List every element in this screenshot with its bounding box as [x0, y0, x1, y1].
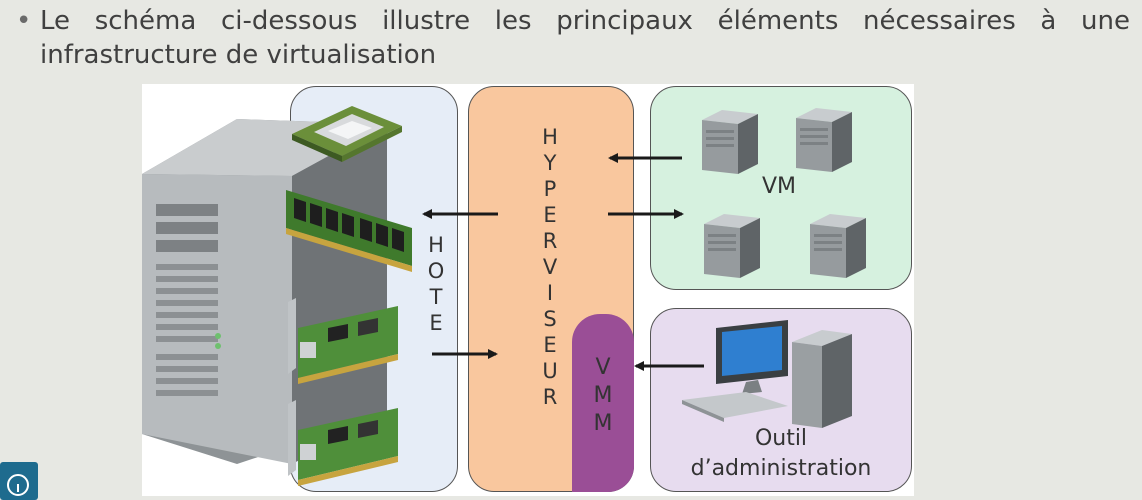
admin-label: Outil d’administration: [650, 424, 912, 484]
vmm-letter: M: [593, 383, 613, 408]
host-letter: E: [429, 311, 443, 335]
admin-label-line1: Outil: [754, 426, 808, 451]
info-icon: [7, 474, 29, 496]
workstation-icon: [682, 320, 852, 428]
host-letter: H: [428, 233, 444, 257]
host-letter: O: [427, 259, 445, 283]
info-button[interactable]: [0, 462, 38, 500]
hypervisor-letter: E: [543, 203, 557, 227]
vm-box: [650, 86, 912, 290]
vm-server-icon: [704, 214, 760, 278]
network-card-icon-2: [288, 400, 398, 486]
hypervisor-letter: I: [546, 281, 554, 305]
hypervisor-letter: Y: [543, 151, 557, 175]
host-label: H O T E: [426, 232, 446, 336]
network-card-icon: [288, 298, 398, 384]
hypervisor-letter: S: [543, 307, 557, 331]
ram-module-icon: [286, 190, 412, 272]
vm-label: VM: [761, 174, 797, 199]
host-letter: T: [429, 285, 443, 309]
vmm-box: [572, 314, 634, 492]
virtualization-diagram: H O T E H Y P E R V I S E U R V M M: [142, 84, 914, 496]
hypervisor-letter: U: [542, 359, 558, 383]
bullet-symbol: •: [16, 6, 32, 36]
admin-label-line2: d’administration: [690, 456, 872, 481]
arrows-layer: [422, 153, 704, 371]
vm-server-icon: [796, 108, 852, 172]
hypervisor-letter: R: [542, 385, 558, 409]
cpu-chip-icon: [292, 106, 402, 162]
hypervisor-letter: V: [542, 255, 558, 279]
hypervisor-letter: R: [542, 229, 558, 253]
vmm-label: V M M: [593, 354, 613, 438]
hypervisor-letter: E: [543, 333, 557, 357]
admin-box: [650, 308, 912, 492]
hypervisor-letter: P: [543, 177, 557, 201]
vm-server-icon: [810, 214, 866, 278]
vmm-letter: M: [593, 411, 613, 436]
vmm-letter: V: [595, 355, 611, 380]
hypervisor-label: H Y P E R V I S E U R: [540, 124, 560, 410]
slide-text: Le schéma ci-dessous illustre les princi…: [40, 6, 1130, 70]
hypervisor-letter: H: [542, 125, 558, 149]
vm-server-icon: [702, 110, 758, 174]
